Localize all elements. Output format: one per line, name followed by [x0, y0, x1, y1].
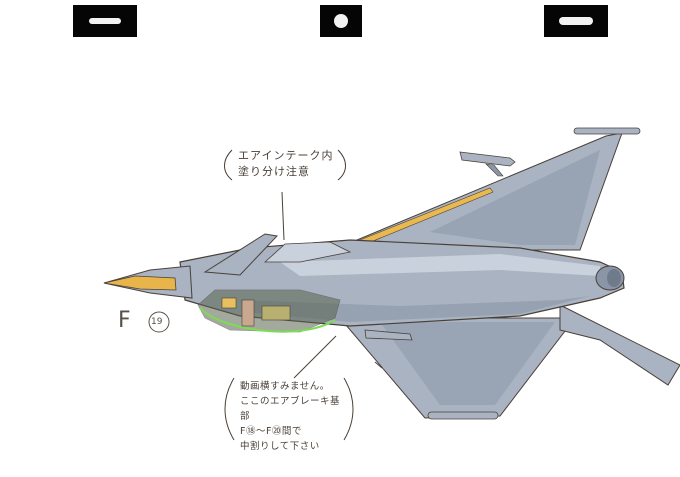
- lower-wingtip-pod: [427, 411, 499, 420]
- dash-glyph-icon: [89, 18, 121, 24]
- swatch-dot: [320, 5, 362, 37]
- frame-number: 19: [151, 317, 163, 327]
- upper-missile: [459, 151, 516, 167]
- canard: [203, 233, 279, 276]
- intake-note-leader: [281, 191, 285, 241]
- swatch-dash: [73, 5, 137, 37]
- frame-letter: F: [118, 308, 131, 333]
- airbrake-note: 動画横すみません。 ここのエアブレーキ基部 F⑱〜F⑳間で 中割りして下さい: [240, 381, 341, 452]
- wingtip-rail: [573, 127, 641, 135]
- frame-number-circle: [148, 311, 170, 333]
- airbrake-note-leader: [293, 335, 337, 379]
- swatch-pill: [544, 5, 608, 37]
- intake-note: エアインテーク内 塗り分け注意: [238, 149, 334, 178]
- nose-tip: [103, 275, 177, 291]
- fuselage-highlight: [280, 254, 600, 276]
- pill-glyph-icon: [559, 17, 593, 25]
- tail-fin: [559, 304, 680, 386]
- dot-glyph-icon: [334, 14, 348, 28]
- underwing-store: [364, 329, 413, 341]
- upper-wing-shade: [430, 150, 600, 245]
- airbrake-outline: [199, 307, 336, 333]
- canopy: [263, 241, 352, 263]
- lower-wing-shade: [380, 322, 555, 405]
